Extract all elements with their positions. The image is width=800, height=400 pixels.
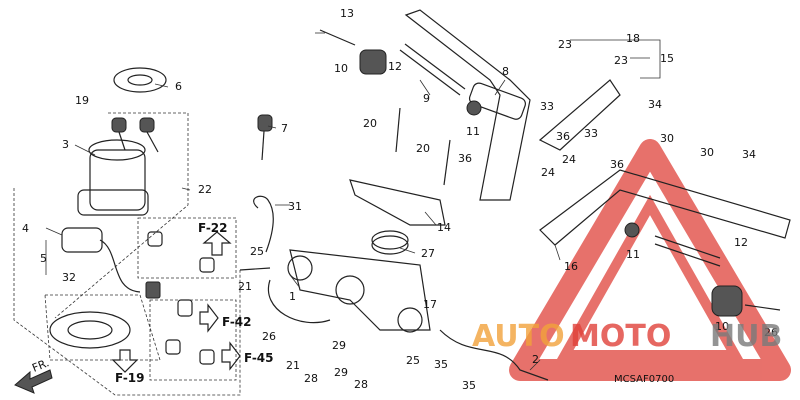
callout-30: 30 bbox=[660, 132, 674, 145]
weight-10 bbox=[359, 49, 743, 317]
callout-35: 35 bbox=[434, 358, 448, 371]
callout-24: 24 bbox=[541, 166, 555, 179]
callout-23: 23 bbox=[558, 38, 572, 51]
outline-f45-group bbox=[149, 299, 237, 381]
ref-label-f22: F-22 bbox=[198, 221, 228, 235]
callout-24: 24 bbox=[562, 153, 576, 166]
key-7-icon bbox=[257, 114, 273, 161]
wire-2 bbox=[439, 329, 549, 381]
callout-29: 29 bbox=[332, 339, 346, 352]
callout-22: 22 bbox=[198, 183, 212, 196]
callout-11: 11 bbox=[626, 248, 640, 261]
callout-33: 33 bbox=[540, 100, 554, 113]
switch-5 bbox=[61, 227, 161, 299]
nut-27 bbox=[371, 230, 409, 255]
ring-6 bbox=[113, 67, 167, 93]
callout-27: 27 bbox=[421, 247, 435, 260]
callout-19: 19 bbox=[75, 94, 89, 107]
bushings bbox=[147, 231, 215, 365]
wire-1 bbox=[267, 279, 331, 324]
callout-30: 30 bbox=[700, 146, 714, 159]
callout-29: 29 bbox=[334, 366, 348, 379]
ref-arrow-f19 bbox=[111, 349, 139, 373]
callout-21: 21 bbox=[238, 280, 252, 293]
callout-7: 7 bbox=[281, 122, 288, 135]
ref-label-f45: F-45 bbox=[244, 351, 274, 365]
bottom-bridge-16 bbox=[287, 249, 431, 333]
callout-5: 5 bbox=[40, 252, 47, 265]
watermark-text-moto: MOTO bbox=[570, 319, 671, 354]
callout-11: 11 bbox=[466, 125, 480, 138]
grommet-11 bbox=[466, 100, 640, 238]
callout-31: 31 bbox=[288, 200, 302, 213]
callout-3: 3 bbox=[62, 138, 69, 151]
callout-20: 20 bbox=[363, 117, 377, 130]
callout-25: 25 bbox=[250, 245, 264, 258]
callout-34: 34 bbox=[742, 148, 756, 161]
callout-21: 21 bbox=[286, 359, 300, 372]
ref-arrow-f42 bbox=[199, 303, 219, 333]
callout-6: 6 bbox=[175, 80, 182, 93]
ref-arrow-f22 bbox=[202, 231, 232, 256]
watermark-text-auto: AUTO bbox=[472, 319, 565, 354]
callout-36: 36 bbox=[610, 158, 624, 171]
watermark-logo bbox=[509, 139, 791, 381]
callout-15: 15 bbox=[660, 52, 674, 65]
watermark-inner-triangle bbox=[556, 194, 744, 360]
ignition-switch bbox=[77, 139, 149, 216]
shaft-9 bbox=[399, 43, 721, 267]
front-arrow-icon bbox=[14, 369, 53, 394]
callout-9: 9 bbox=[423, 92, 430, 105]
front-label: FR. bbox=[30, 356, 51, 374]
outline-lower-group bbox=[13, 188, 241, 396]
callout-36: 36 bbox=[458, 152, 472, 165]
watermark-triangle bbox=[509, 139, 791, 381]
fuel-cap bbox=[49, 311, 131, 349]
handlebar-8 bbox=[404, 9, 531, 201]
watermark-text-hub: HUB bbox=[710, 319, 782, 354]
leader-lines bbox=[45, 32, 650, 371]
callout-12: 12 bbox=[388, 60, 402, 73]
cable-31 bbox=[253, 195, 274, 253]
callout-17: 17 bbox=[423, 298, 437, 311]
outline-lock-group bbox=[54, 112, 189, 319]
callout-33: 33 bbox=[584, 127, 598, 140]
callout-20: 20 bbox=[416, 142, 430, 155]
callout-1: 1 bbox=[289, 290, 296, 303]
callout-2: 2 bbox=[532, 353, 539, 366]
bracket-15 bbox=[570, 39, 661, 79]
callout-34: 34 bbox=[648, 98, 662, 111]
callout-26: 26 bbox=[764, 326, 778, 339]
callout-14: 14 bbox=[437, 221, 451, 234]
outline-f22-group bbox=[137, 217, 237, 279]
callout-10: 10 bbox=[715, 320, 729, 333]
callout-18: 18 bbox=[626, 32, 640, 45]
callout-28: 28 bbox=[354, 378, 368, 391]
outline-cap bbox=[44, 294, 161, 361]
callout-4: 4 bbox=[22, 222, 29, 235]
callout-36: 36 bbox=[556, 130, 570, 143]
callout-25: 25 bbox=[406, 354, 420, 367]
callout-35: 35 bbox=[462, 379, 476, 392]
ref-label-f19: F-19 bbox=[115, 371, 145, 385]
callouts: 1234567891010111112121314151617181920202… bbox=[22, 7, 778, 392]
key-pair-icon bbox=[111, 117, 159, 153]
ref-label-f42: F-42 bbox=[222, 315, 252, 329]
ref-arrow-f45 bbox=[221, 341, 241, 371]
callout-32: 32 bbox=[62, 271, 76, 284]
bolts bbox=[239, 29, 781, 311]
callout-8: 8 bbox=[502, 65, 509, 78]
diagram-code: MCSAF0700 bbox=[614, 374, 674, 385]
callout-26: 26 bbox=[262, 330, 276, 343]
callout-16: 16 bbox=[564, 260, 578, 273]
callout-12: 12 bbox=[734, 236, 748, 249]
callout-13: 13 bbox=[340, 7, 354, 20]
callout-10: 10 bbox=[334, 62, 348, 75]
callout-28: 28 bbox=[304, 372, 318, 385]
callout-23: 23 bbox=[614, 54, 628, 67]
top-bridge-14 bbox=[349, 179, 446, 226]
